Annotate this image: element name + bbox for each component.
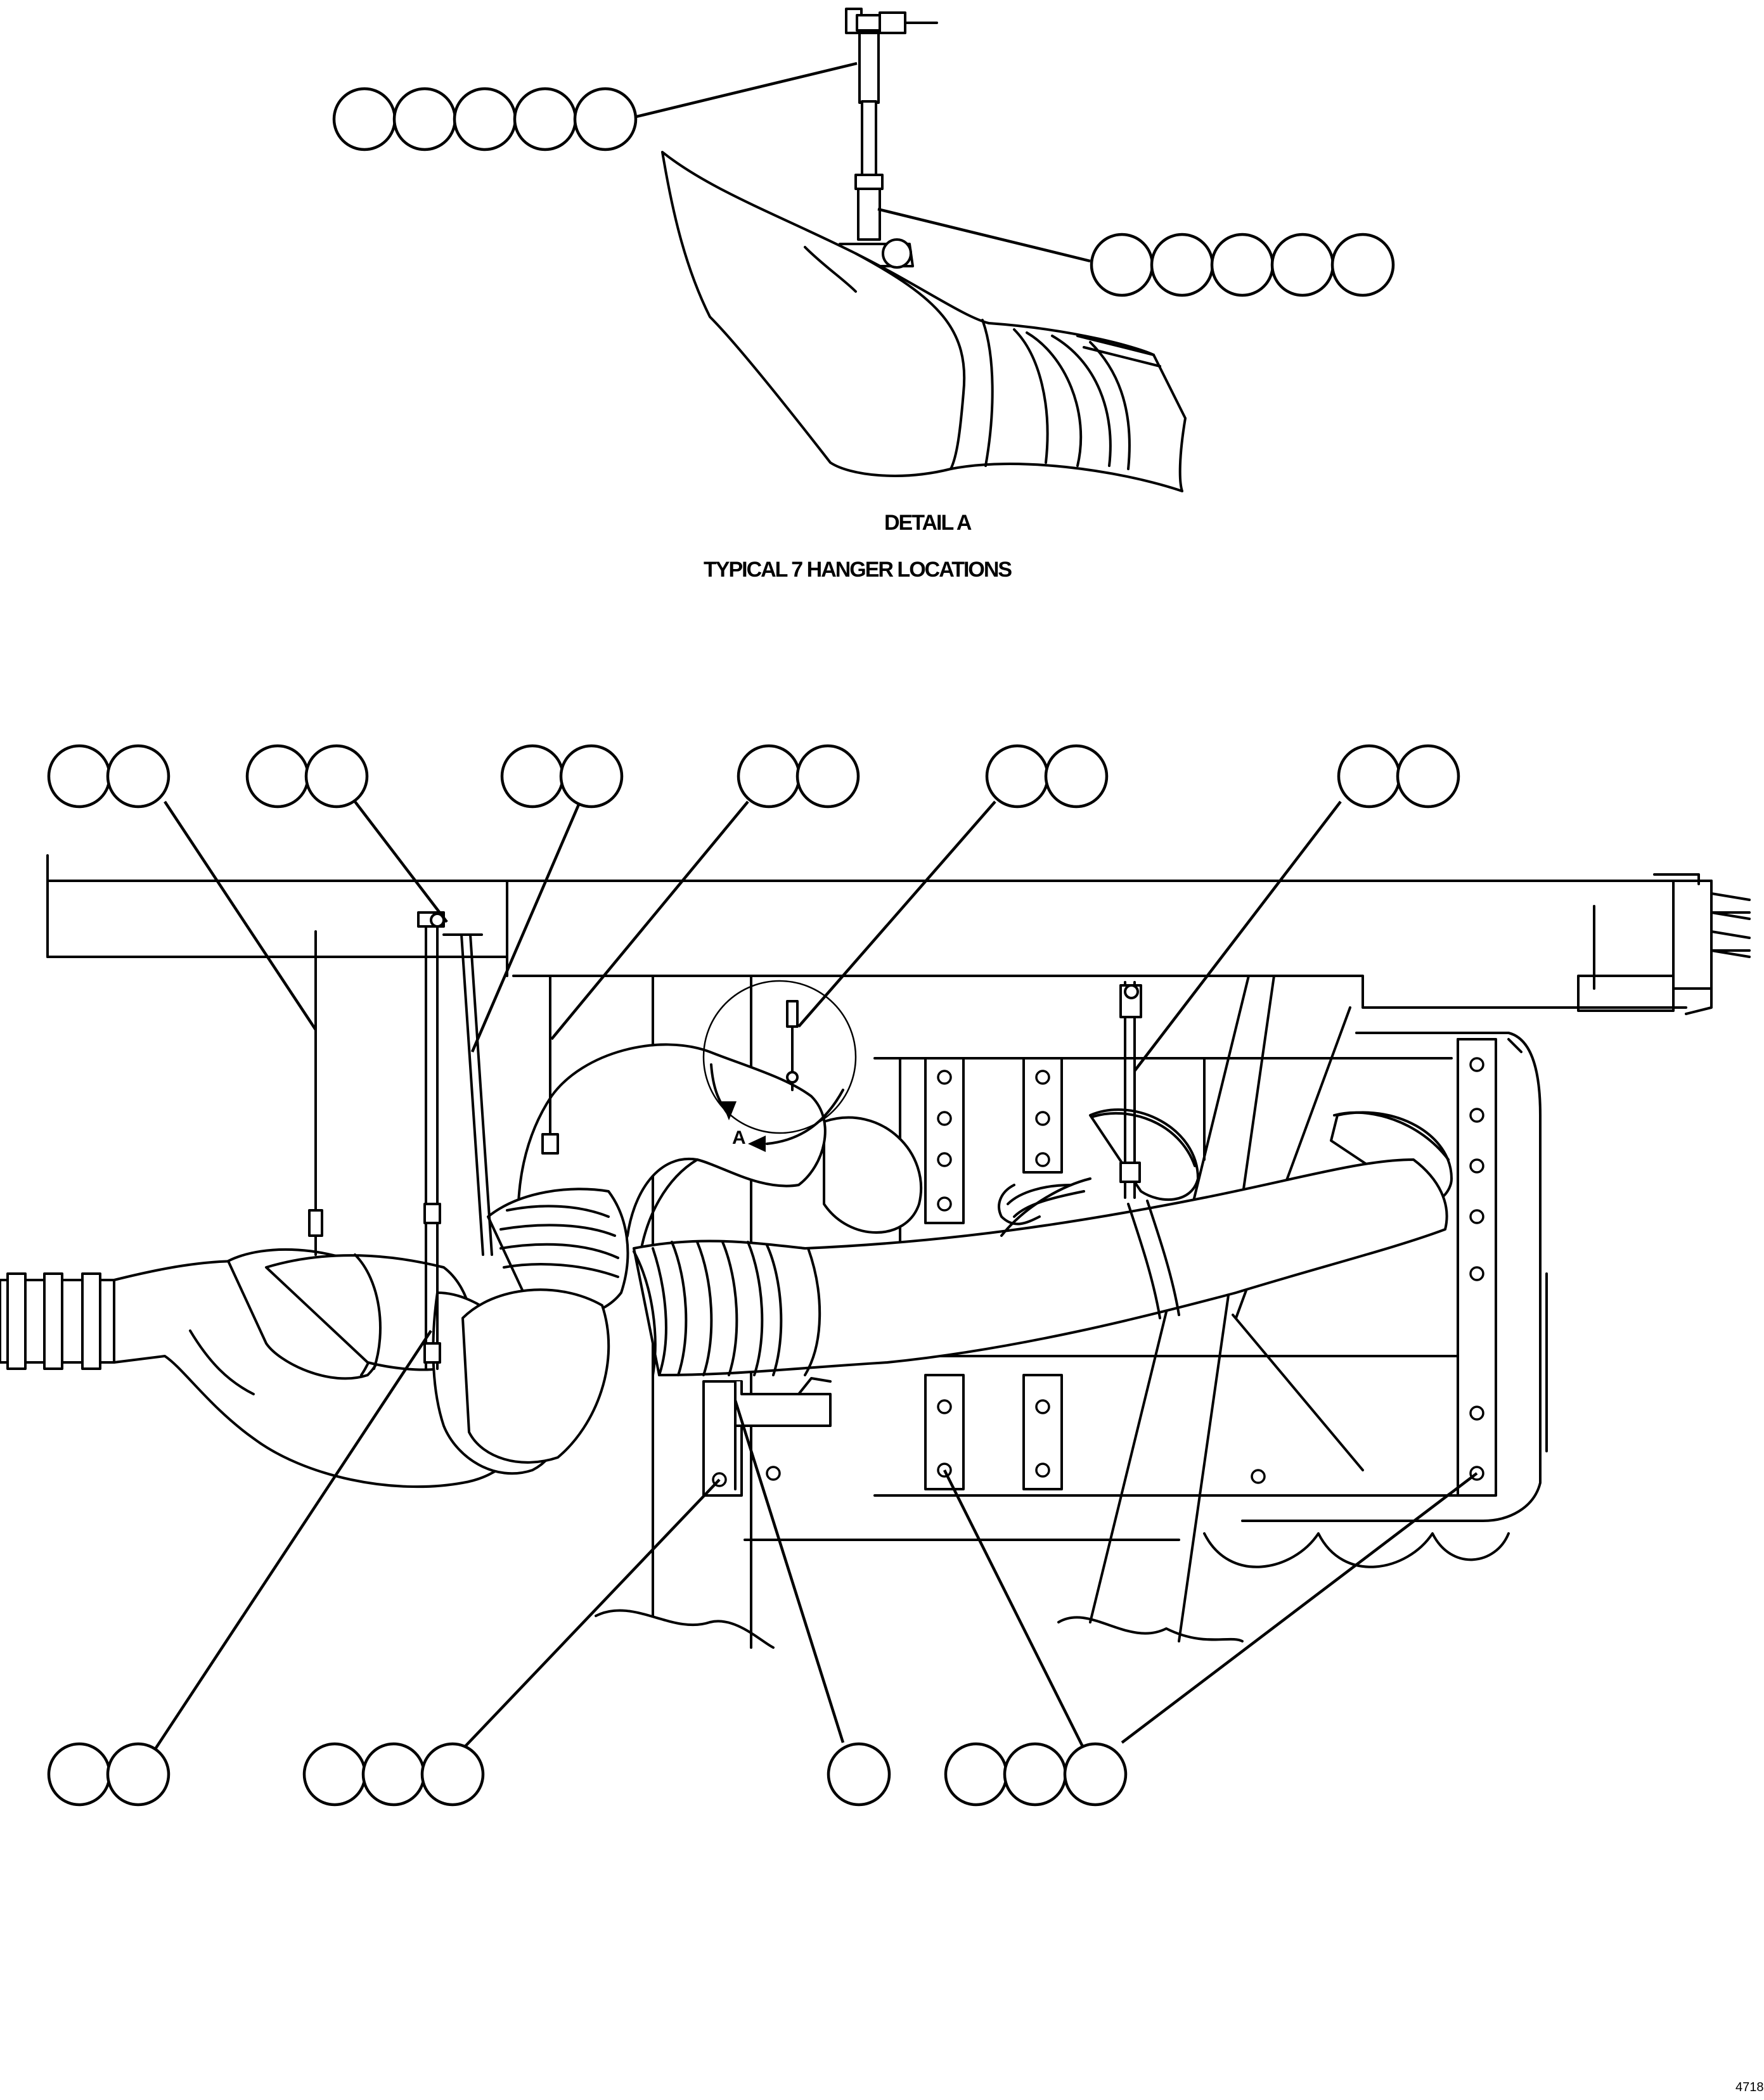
callout-row-top: [47, 744, 1460, 809]
callout-row-bottom: [47, 1742, 1128, 1807]
frame-rail: [46, 854, 1751, 1015]
main-assembly-view: A: [0, 744, 1751, 1807]
callout-leaders: [154, 800, 1478, 1750]
callout-group-upper-left: [332, 87, 638, 151]
detail-title: DETAIL A: [884, 511, 972, 535]
hanger-rods-main: [308, 911, 1142, 1370]
sheet-number: 47182: [1735, 2080, 1764, 2094]
detail-note: TYPICAL 7 HANGER LOCATIONS: [704, 558, 1012, 582]
support-bracket: [704, 1377, 832, 1490]
exhaust-pipe-run: [0, 1043, 1448, 1489]
view-marker-a: A: [732, 1127, 746, 1148]
callout-group-upper-right: [1090, 233, 1395, 297]
detail-muffler-shell: [661, 151, 1187, 492]
hanger-rod: [835, 8, 938, 269]
detail-a-view: DETAIL A TYPICAL 7 HANGER LOCATIONS: [332, 8, 1395, 582]
detail-a-view-circle: A: [702, 980, 857, 1152]
